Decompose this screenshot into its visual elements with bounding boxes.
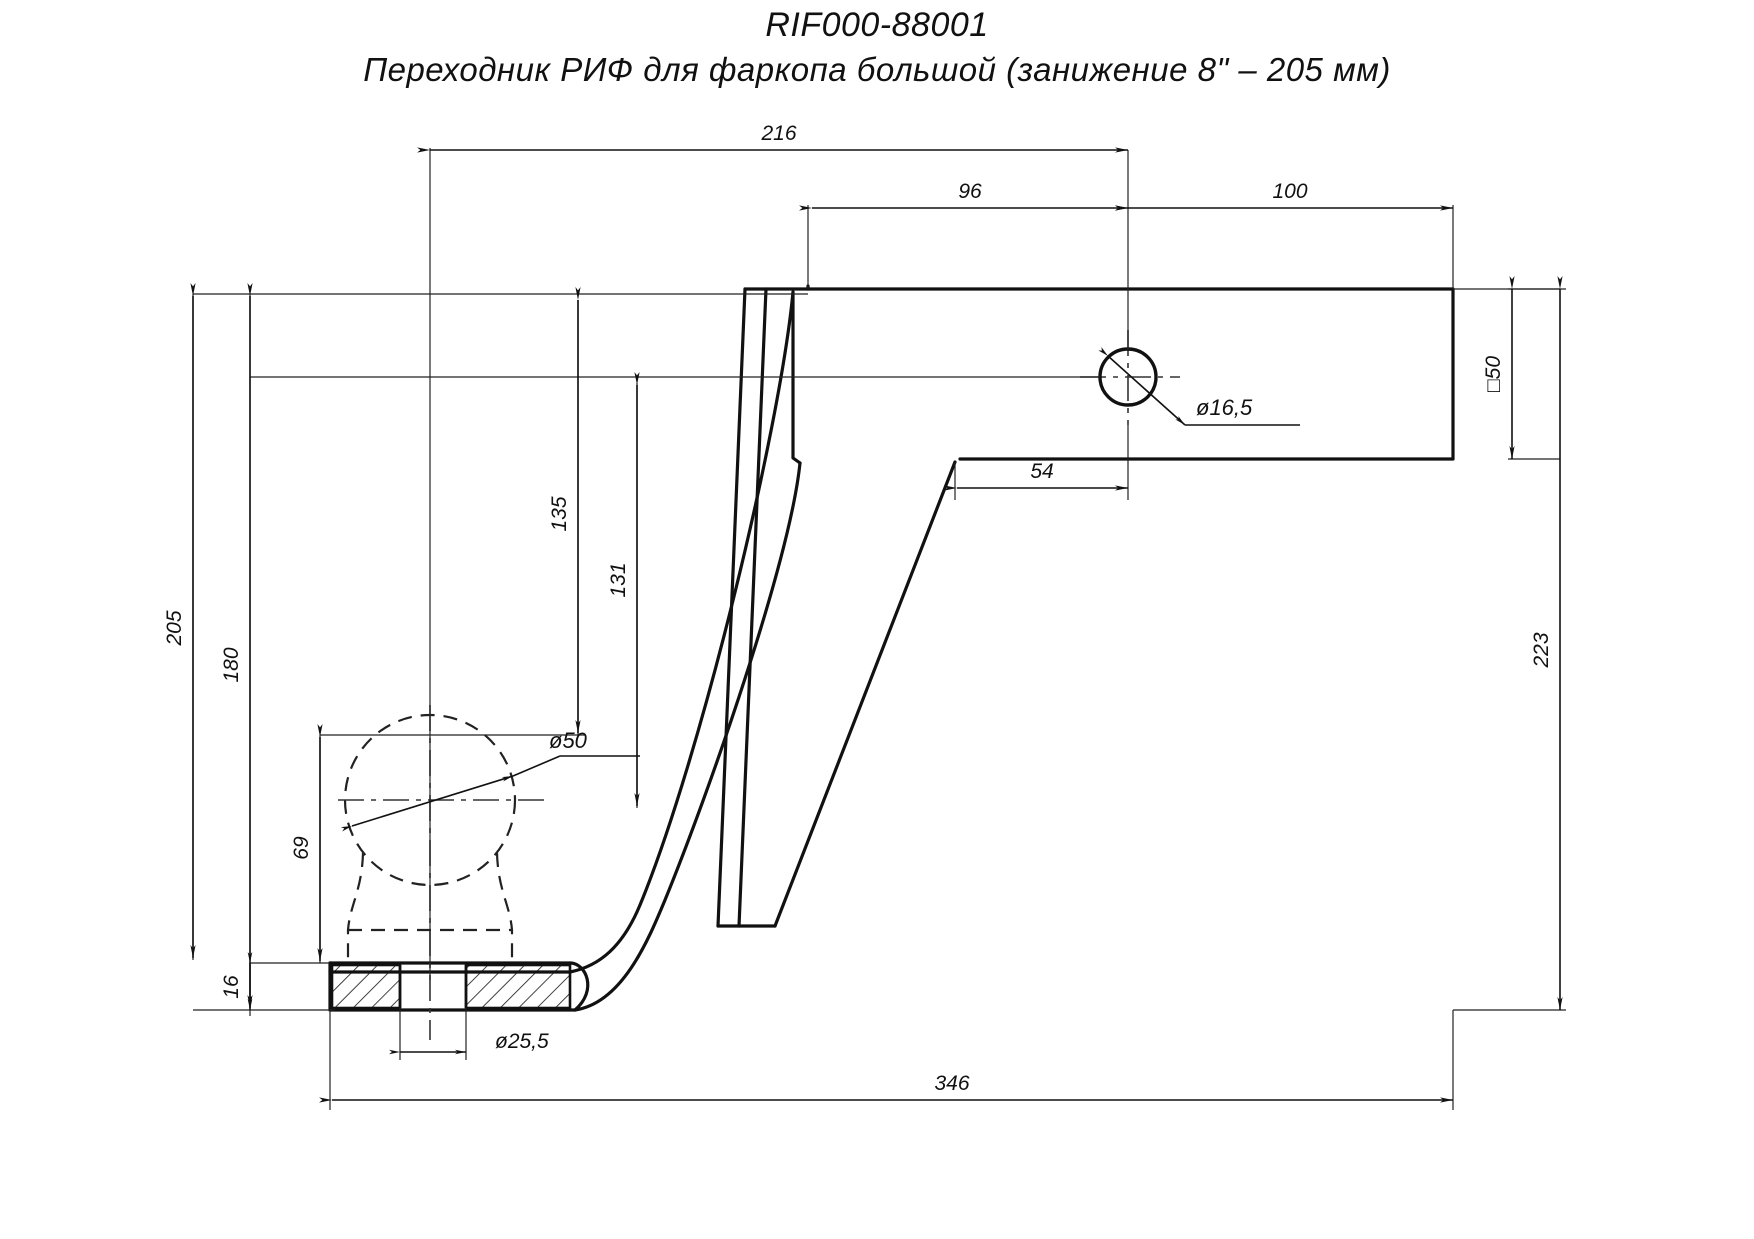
dim-131: 131	[607, 372, 640, 806]
dim-16-label: 16	[220, 975, 243, 999]
dim-180-label: 180	[220, 647, 243, 682]
title-block: RIF000-88001 Переходник РИФ для фаркопа …	[0, 0, 1754, 89]
dim-16: 16	[220, 952, 253, 1010]
dim-135: 135	[548, 287, 581, 733]
dim-bore-25-5: ø25,5	[389, 1030, 549, 1055]
dim-346: 346	[319, 1072, 1453, 1103]
dim-ball-50-leader	[340, 755, 640, 832]
part-outline	[328, 284, 1455, 1012]
dim-205-label: 205	[163, 610, 186, 646]
dim-135-label: 135	[548, 496, 571, 531]
part-description: Переходник РИФ для фаркопа большой (зани…	[363, 51, 1391, 88]
dim-205: 205	[163, 283, 196, 958]
dim-69-label: 69	[290, 836, 313, 860]
dim-131-label: 131	[607, 562, 630, 597]
part-number: RIF000-88001	[765, 6, 989, 44]
dim-216-label: 216	[760, 122, 796, 145]
dim-96: 96	[799, 180, 1128, 211]
dim-54-label: 54	[1030, 460, 1053, 483]
dim-100-label: 100	[1272, 180, 1307, 203]
dim-bore-25-5-label: ø25,5	[495, 1030, 549, 1053]
dim-180: 180	[220, 283, 253, 1008]
dim-216: 216	[417, 122, 1128, 153]
dim-100: 100	[1115, 180, 1453, 211]
dim-223: 223	[1530, 276, 1563, 1010]
dim-54: 54	[944, 460, 1128, 491]
section-hatching	[330, 963, 572, 1010]
dim-square-50-label: □50	[1482, 356, 1505, 392]
dim-ball-50-label: ø50	[549, 728, 588, 753]
dim-223-label: 223	[1530, 632, 1553, 668]
dim-square-50: □50	[1482, 276, 1515, 459]
dim-hole-16-5-leader	[1098, 346, 1300, 426]
dim-hole-16-5-label: ø16,5	[1196, 395, 1253, 420]
dim-96-label: 96	[958, 180, 982, 203]
dim-69: 69	[290, 724, 323, 961]
dim-346-label: 346	[934, 1072, 969, 1095]
